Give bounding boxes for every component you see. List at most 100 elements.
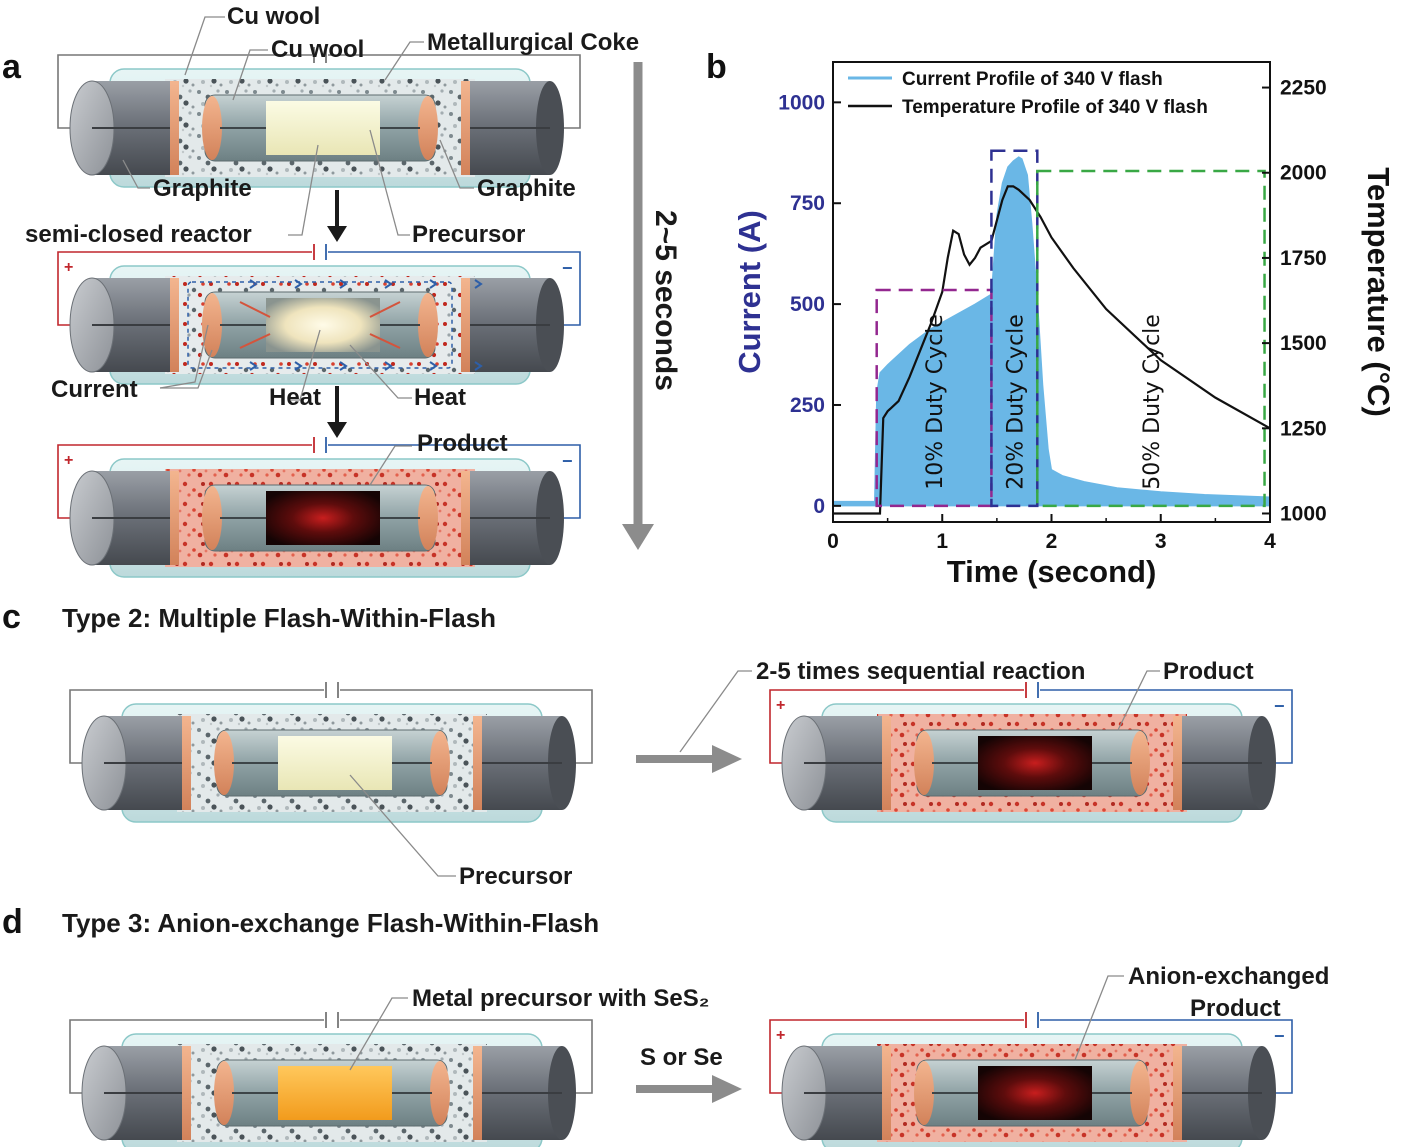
duty-cycle-box xyxy=(1036,169,1266,508)
arrow-c xyxy=(636,745,742,773)
label-metal-precursor: Metal precursor with SeS₂ xyxy=(412,985,709,1012)
wire-positive xyxy=(69,1019,324,1094)
y-right-tick-label: 1750 xyxy=(1280,247,1327,270)
heat-arrow xyxy=(239,333,271,349)
y-left-axis-title: Current (A) xyxy=(732,210,767,374)
duty-cycle-label: 10% Duty Cycle xyxy=(923,314,948,490)
precursor-core xyxy=(278,1066,392,1120)
label-graphite-left: Graphite xyxy=(153,175,252,202)
current-chevron xyxy=(384,361,393,371)
current-chevron xyxy=(474,361,483,371)
label-product-a: Product xyxy=(417,430,508,457)
label-cu-wool-inner: Cu wool xyxy=(271,36,364,63)
legend-label-current: Current Profile of 340 V flash xyxy=(902,69,1163,90)
current-chevron xyxy=(249,361,258,371)
minus-sign: − xyxy=(1274,1026,1285,1046)
precursor-core xyxy=(266,101,380,155)
minus-sign: − xyxy=(562,258,573,278)
panel-c-title: Type 2: Multiple Flash-Within-Flash xyxy=(62,603,496,633)
wire-negative xyxy=(1040,1019,1293,1094)
current-chevron xyxy=(474,279,483,289)
cu-wool-inner-left xyxy=(914,1061,934,1125)
y-right-tick-label: 2000 xyxy=(1280,162,1327,185)
current-area xyxy=(832,156,1271,507)
precursor-core xyxy=(266,298,380,352)
x-axis-title: Time (second) xyxy=(947,554,1157,589)
y-left-tick-label: 1000 xyxy=(778,91,825,114)
cu-wool-inner-right xyxy=(418,96,438,160)
wire-negative xyxy=(328,251,581,326)
reactor-d-product: +− xyxy=(769,1012,1293,1147)
label-precursor-c: Precursor xyxy=(459,863,572,890)
reactor-heating: +− xyxy=(57,244,581,385)
cu-wool-inner-right xyxy=(1130,731,1150,795)
y-right-tick-label: 1250 xyxy=(1280,417,1327,440)
wire-negative xyxy=(340,1019,593,1094)
panel-label-d: d xyxy=(2,903,23,941)
panel-label-b: b xyxy=(706,48,727,86)
reactor-c-product: +− xyxy=(769,682,1293,823)
time-arrow-label: 2~5 seconds xyxy=(649,210,682,391)
temperature-line xyxy=(833,185,1271,515)
y-right-tick-label: 1000 xyxy=(1280,502,1327,525)
cu-wool-inner-right xyxy=(418,486,438,550)
panel-label-c: c xyxy=(2,598,21,636)
wire-positive xyxy=(57,444,312,519)
plus-sign: + xyxy=(64,259,73,276)
current-path xyxy=(187,281,453,369)
duty-cycle-label: 50% Duty Cycle xyxy=(1140,314,1165,490)
label-heat-1: Heat xyxy=(269,384,321,411)
panel-label-a: a xyxy=(2,48,22,86)
reactor-c-precursor xyxy=(69,682,593,823)
arrow-d xyxy=(636,1075,742,1103)
wire-positive xyxy=(769,1019,1024,1094)
label-product-c: Product xyxy=(1163,658,1254,685)
y-left-tick-label: 750 xyxy=(790,192,825,215)
label-precursor-a: Precursor xyxy=(412,221,525,248)
heat-arrow xyxy=(369,301,401,318)
plus-sign: + xyxy=(64,452,73,469)
label-semi-closed-reactor: semi-closed reactor xyxy=(25,221,252,248)
panel-d-title: Type 3: Anion-exchange Flash-Within-Flas… xyxy=(62,908,599,938)
cu-wool-inner-right xyxy=(430,731,450,795)
y-right-tick-label: 2250 xyxy=(1280,77,1327,100)
reactor-d-precursor xyxy=(69,1012,593,1147)
legend-label-temperature: Temperature Profile of 340 V flash xyxy=(902,97,1208,118)
wire-positive xyxy=(57,54,312,129)
cu-wool-inner-right xyxy=(430,1061,450,1125)
minus-sign: − xyxy=(1274,696,1285,716)
cu-wool-inner-left xyxy=(202,96,222,160)
cu-wool-inner-right xyxy=(1130,1061,1150,1125)
y-left-tick-label: 0 xyxy=(813,495,825,518)
wire-positive xyxy=(57,251,312,326)
time-arrow: 2~5 seconds xyxy=(622,62,682,550)
current-chevron xyxy=(339,279,348,289)
label-metallurgical-coke: Metallurgical Coke xyxy=(427,29,639,56)
precursor-core xyxy=(978,736,1092,790)
label-cu-wool-outer: Cu wool xyxy=(227,3,320,30)
cu-wool-inner-left xyxy=(914,731,934,795)
heat-arrow xyxy=(369,333,401,349)
label-graphite-right: Graphite xyxy=(477,175,576,202)
reactor-initial xyxy=(57,47,581,188)
legend: Current Profile of 340 V flashTemperatur… xyxy=(848,69,1208,118)
label-anion-exchanged: Anion-exchanged xyxy=(1128,963,1329,990)
x-tick-label: 0 xyxy=(827,530,839,553)
wire-positive xyxy=(769,689,1024,764)
label-product-d: Product xyxy=(1190,995,1281,1022)
y-left-tick-label: 500 xyxy=(790,293,825,316)
y-right-tick-label: 1500 xyxy=(1280,332,1327,355)
cu-wool-inner-left xyxy=(214,731,234,795)
plus-sign: + xyxy=(776,697,785,714)
cu-wool-inner-right xyxy=(418,293,438,357)
plus-sign: + xyxy=(776,1027,785,1044)
stage-arrows xyxy=(327,190,347,438)
duty-cycle-label: 20% Duty Cycle xyxy=(1003,314,1028,490)
wire-positive xyxy=(69,689,324,764)
cu-wool-inner-left xyxy=(202,293,222,357)
cu-wool-inner-left xyxy=(214,1061,234,1125)
label-s-or-se: S or Se xyxy=(640,1044,723,1071)
precursor-core xyxy=(278,736,392,790)
leader-lines-c xyxy=(349,670,1160,877)
